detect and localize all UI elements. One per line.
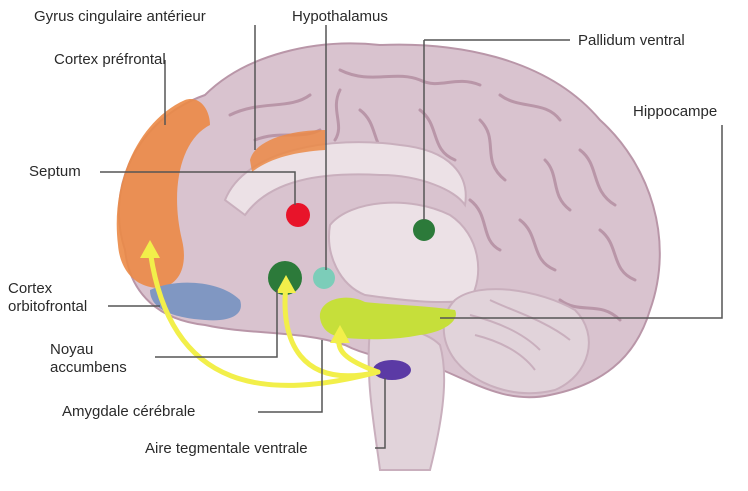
septum-spot — [286, 203, 310, 227]
label-cortex-orbito-line2: orbitofrontal — [8, 298, 87, 315]
pallidum-spot — [413, 219, 435, 241]
label-septum: Septum — [29, 163, 81, 180]
label-cortex-orbito-line1: Cortex — [8, 280, 52, 297]
label-aire-tegmentale: Aire tegmentale ventrale — [145, 440, 308, 457]
label-noyau-line1: Noyau — [50, 341, 93, 358]
label-hypothalamus: Hypothalamus — [292, 8, 388, 25]
hypothalamus-spot — [313, 267, 335, 289]
label-hippocampe: Hippocampe — [633, 103, 717, 120]
label-gyrus-cingulaire: Gyrus cingulaire antérieur — [34, 8, 206, 25]
label-noyau-line2: accumbens — [50, 359, 127, 376]
label-cortex-prefrontal: Cortex préfrontal — [54, 51, 166, 68]
label-amygdale: Amygdale cérébrale — [62, 403, 195, 420]
label-pallidum-ventral: Pallidum ventral — [578, 32, 685, 49]
